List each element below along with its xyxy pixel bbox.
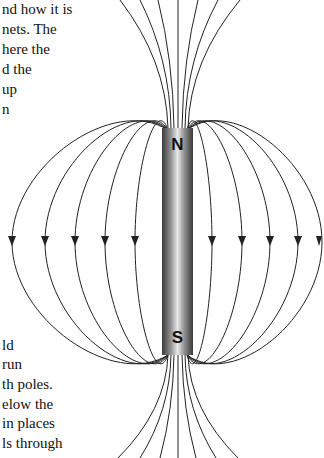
text-fragment: in places [2, 414, 57, 432]
text-fragment: up [2, 80, 19, 98]
text-fragment: run [2, 355, 24, 373]
text-fragment: nd how it is [2, 0, 74, 18]
text-fragment: th poles. [2, 375, 55, 393]
text-fragment: elow the [2, 395, 55, 413]
pole-letter: N [171, 136, 183, 154]
text-fragment: n [2, 100, 12, 118]
text-fragment: d the [2, 60, 34, 78]
text-fragment: nets. The [2, 20, 59, 38]
text-fragment: here the [2, 40, 52, 58]
text-fragment: ls through [2, 434, 64, 452]
text-fragment: ld [2, 336, 16, 354]
pole-letter: S [172, 329, 183, 347]
bar-magnet: NS [162, 128, 193, 355]
